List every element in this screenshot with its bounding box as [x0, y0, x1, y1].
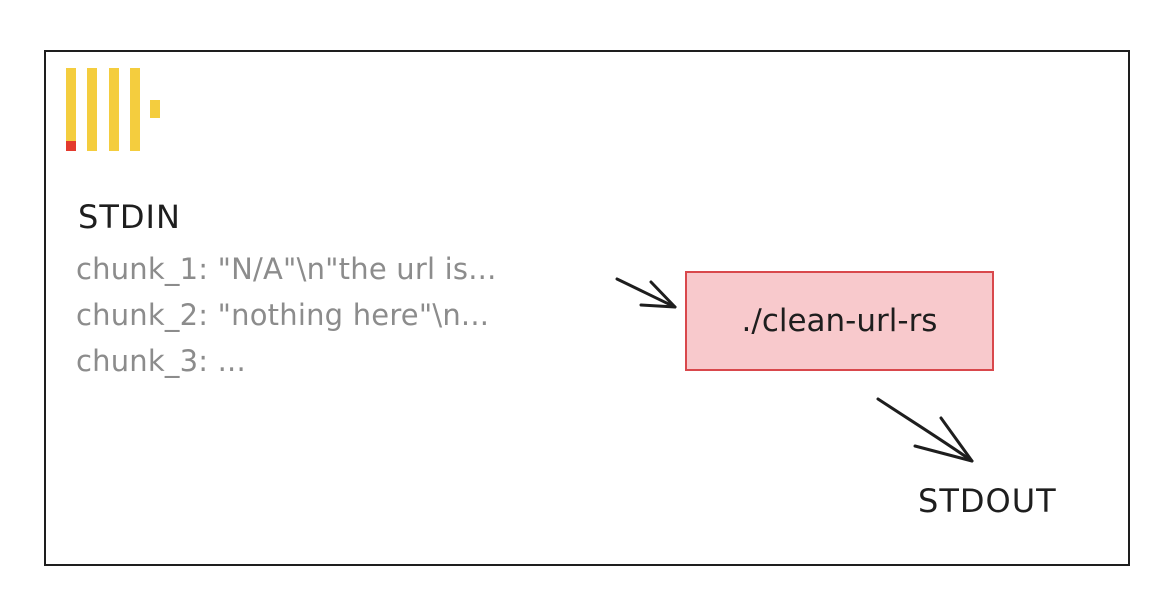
logo-bar-1 [66, 68, 76, 151]
logo-bar-4 [130, 68, 140, 151]
logo-red-block [66, 141, 76, 151]
stdin-title: STDIN [78, 198, 181, 236]
chunk-line-3: chunk_3: ... [76, 344, 246, 378]
process-box: ./clean-url-rs [685, 271, 994, 371]
logo-bar-2 [87, 68, 97, 151]
chunk-line-1: chunk_1: "N/A"\n"the url is... [76, 252, 497, 286]
chunk-line-2: chunk_2: "nothing here"\n... [76, 298, 490, 332]
diagram-frame [44, 50, 1130, 566]
stdout-title: STDOUT [918, 482, 1057, 520]
process-label: ./clean-url-rs [741, 303, 938, 339]
logo-bar-3 [109, 68, 119, 151]
arrow-stdin-to-process-icon [615, 277, 677, 309]
arrow-process-to-stdout-icon [876, 397, 974, 463]
logo-small-bar [150, 100, 160, 118]
logo-icon [66, 68, 166, 154]
